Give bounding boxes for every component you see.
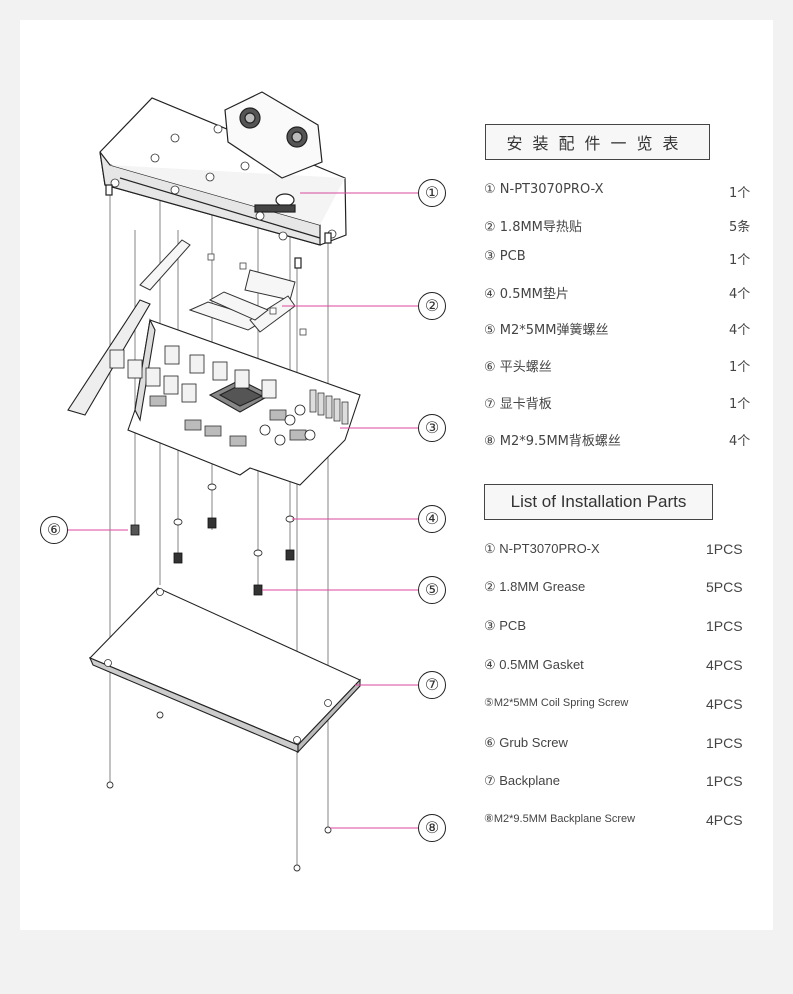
washers <box>173 483 295 557</box>
callout-1: ① <box>418 179 446 207</box>
backplane-screws <box>106 711 332 872</box>
callout-8: ⑧ <box>418 814 446 842</box>
thermal-pads <box>139 239 296 333</box>
callout-7-label: ⑦ <box>424 675 440 694</box>
callout-4: ④ <box>418 505 446 533</box>
part-qty: 1PCS <box>706 618 743 634</box>
callout-3: ③ <box>418 414 446 442</box>
part-label: ⑧ M2*9.5MM背板螺丝 <box>484 434 621 449</box>
part-label: ⑥ 平头螺丝 <box>484 360 552 375</box>
part-qty: 1个 <box>729 360 751 375</box>
waterblock <box>99 91 347 269</box>
callout-4-label: ④ <box>424 509 440 528</box>
part-qty: 1个 <box>729 397 751 412</box>
part-label: ④ 0.5MM Gasket <box>484 657 584 672</box>
part-qty: 4PCS <box>706 696 743 712</box>
part-qty: 4PCS <box>706 657 743 673</box>
part-label: ③ PCB <box>484 249 526 264</box>
part-label: ⑧M2*9.5MM Backplane Screw <box>484 813 636 825</box>
callout-6: ⑥ <box>40 516 68 544</box>
grub-screw <box>130 524 140 536</box>
spring-screws <box>173 517 295 596</box>
leader-lines <box>65 192 418 829</box>
part-qty: 5条 <box>729 220 751 235</box>
part-label: ⑦ Backplane <box>484 773 560 788</box>
callout-3-label: ③ <box>424 418 440 437</box>
part-qty: 1个 <box>729 253 751 268</box>
callout-5: ⑤ <box>418 576 446 604</box>
part-qty: 1PCS <box>706 735 743 751</box>
part-qty: 4个 <box>729 287 751 302</box>
part-label: ① N-PT3070PRO-X <box>484 541 600 556</box>
backplane <box>88 587 361 754</box>
part-label: ④ 0.5MM垫片 <box>484 287 569 302</box>
part-label: ② 1.8MM Grease <box>484 579 586 594</box>
part-qty: 1个 <box>729 186 751 201</box>
part-qty: 4PCS <box>706 812 743 828</box>
part-qty: 5PCS <box>706 579 743 595</box>
part-label: ⑤ M2*5MM弹簧螺丝 <box>484 323 609 338</box>
callout-7: ⑦ <box>418 671 446 699</box>
callout-2-label: ② <box>424 296 440 315</box>
part-label: ⑤M2*5MM Coil Spring Screw <box>484 697 629 709</box>
part-qty: 4个 <box>729 434 751 449</box>
callout-6-label: ⑥ <box>46 520 62 539</box>
part-label: ① N-PT3070PRO-X <box>484 182 604 197</box>
part-label: ② 1.8MM导热贴 <box>484 220 582 235</box>
part-label: ③ PCB <box>484 618 526 633</box>
parts-title-en: List of Installation Parts <box>484 484 713 520</box>
callout-2: ② <box>418 292 446 320</box>
part-qty: 4个 <box>729 323 751 338</box>
callout-5-label: ⑤ <box>424 580 440 599</box>
alignment-lines <box>109 190 329 870</box>
part-label: ⑦ 显卡背板 <box>484 397 552 412</box>
pcb <box>67 299 361 486</box>
parts-title-cn: 安装配件一览表 <box>485 124 710 160</box>
part-qty: 1PCS <box>706 541 743 557</box>
callout-8-label: ⑧ <box>424 818 440 837</box>
part-label: ⑥ Grub Screw <box>484 735 568 750</box>
part-qty: 1PCS <box>706 773 743 789</box>
callout-1-label: ① <box>424 183 440 202</box>
